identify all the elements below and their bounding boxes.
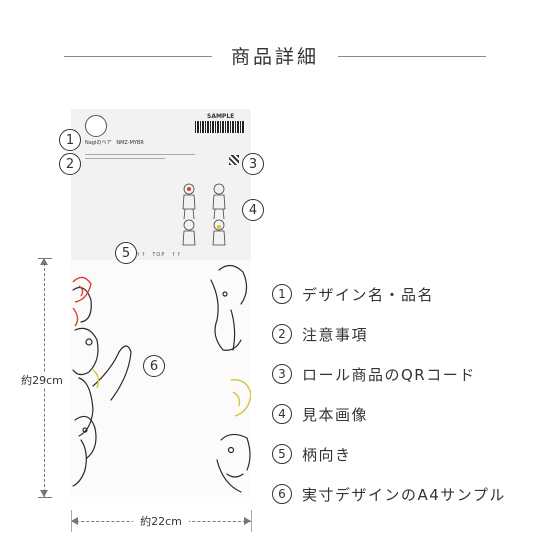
legend-number: 2 (272, 324, 292, 344)
legend-text: ロール商品のQRコード (302, 365, 476, 384)
marker-3: 3 (242, 153, 264, 175)
legend-text: 注意事項 (302, 325, 369, 344)
dimension-cap (251, 510, 252, 532)
notice-line (85, 154, 195, 155)
sample-label: SAMPLE (207, 113, 235, 120)
legend-number: 3 (272, 364, 292, 384)
legend-item: 1 デザイン名・品名 (272, 274, 542, 314)
sample-sheet-header: SAMPLE Nagiのベア NMZ-MYBR ↑↑ TOP ↑↑ (71, 109, 251, 260)
marker-4: 4 (242, 199, 264, 221)
title-divider-right (338, 56, 486, 57)
arrow-down-icon (40, 490, 48, 497)
section-title: 商品詳細 (0, 38, 550, 74)
legend-number: 1 (272, 284, 292, 304)
width-label: 約22cm (133, 513, 189, 529)
arrow-left-icon (71, 517, 78, 525)
bear-pattern-illustration (72, 264, 251, 493)
marker-1: 1 (59, 129, 81, 151)
arrow-right-icon (244, 517, 251, 525)
legend-text: 柄向き (302, 445, 352, 464)
marker-2: 2 (59, 153, 81, 175)
legend-number: 4 (272, 404, 292, 424)
legend-list: 1 デザイン名・品名 2 注意事項 3 ロール商品のQRコード 4 見本画像 5… (272, 274, 542, 514)
brand-logo (85, 115, 107, 137)
legend-text: デザイン名・品名 (302, 285, 435, 304)
height-label: 約29cm (14, 372, 70, 388)
legend-number: 6 (272, 484, 292, 504)
legend-item: 4 見本画像 (272, 394, 542, 434)
arrow-up-icon (40, 258, 48, 265)
legend-item: 6 実寸デザインのA4サンプル (272, 474, 542, 514)
dimension-cap (38, 258, 52, 259)
marker-5: 5 (115, 242, 137, 264)
a4-actual-size-sample (71, 260, 251, 497)
title-divider-left (64, 56, 212, 57)
product-name: Nagiのベア NMZ-MYBR (85, 140, 144, 146)
dimension-cap (38, 497, 52, 498)
preview-image (182, 183, 226, 246)
legend-text: 見本画像 (302, 405, 369, 424)
notice-line (85, 158, 165, 159)
legend-item: 5 柄向き (272, 434, 542, 474)
dimension-cap (71, 510, 72, 532)
pattern-direction-label: ↑↑ TOP ↑↑ (136, 252, 182, 258)
legend-number: 5 (272, 444, 292, 464)
legend-item: 3 ロール商品のQRコード (272, 354, 542, 394)
legend-item: 2 注意事項 (272, 314, 542, 354)
barcode-icon (195, 121, 245, 133)
legend-text: 実寸デザインのA4サンプル (302, 485, 506, 504)
page-title: 商品詳細 (230, 46, 319, 68)
marker-6: 6 (143, 355, 165, 377)
qr-code-icon (229, 155, 239, 165)
